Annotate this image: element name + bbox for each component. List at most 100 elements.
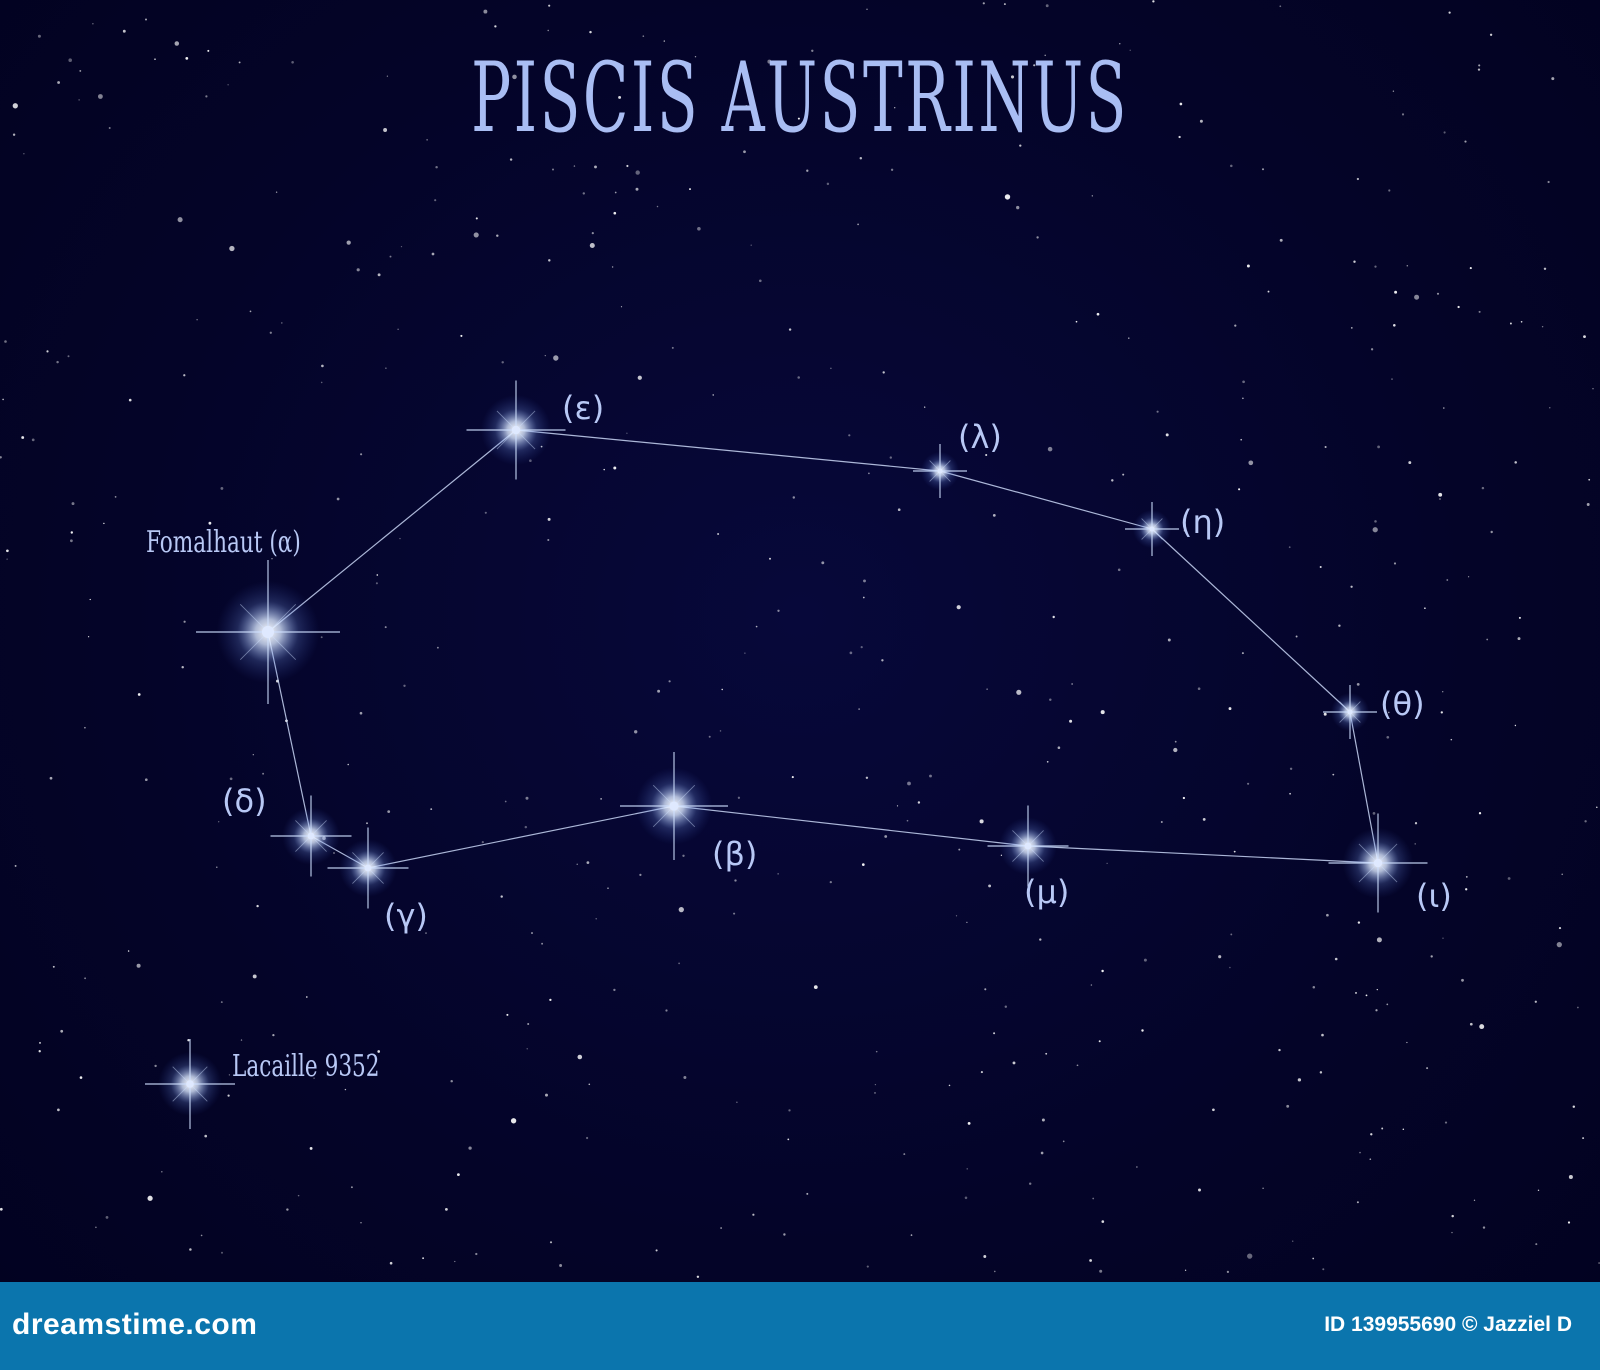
background-star: [221, 1251, 223, 1254]
background-star: [1381, 1127, 1384, 1130]
background-star: [220, 1001, 223, 1004]
background-star: [1424, 607, 1426, 610]
background-star: [297, 1194, 300, 1197]
background-star: [1537, 1189, 1540, 1192]
background-star: [389, 255, 392, 258]
background-star: [227, 84, 229, 86]
background-star: [1069, 719, 1073, 723]
background-star: [924, 406, 926, 408]
background-star: [1386, 735, 1390, 739]
background-star: [1004, 194, 1011, 200]
background-star: [426, 139, 428, 141]
background-star: [6, 549, 9, 553]
background-star: [1584, 820, 1587, 823]
background-star: [313, 1077, 315, 1079]
background-star: [360, 453, 363, 456]
background-star: [758, 279, 762, 283]
background-star: [829, 880, 832, 884]
background-star: [1350, 327, 1353, 329]
background-star: [1477, 68, 1481, 71]
background-star: [665, 1009, 668, 1012]
background-star: [1450, 738, 1453, 741]
background-star: [755, 625, 758, 628]
background-star: [454, 1260, 456, 1263]
background-star: [460, 334, 463, 337]
background-star: [1075, 320, 1078, 323]
background-star: [1326, 913, 1329, 917]
background-star: [1165, 433, 1169, 437]
background-star: [1391, 378, 1393, 380]
background-star: [966, 1168, 968, 1170]
background-star: [67, 355, 70, 358]
background-star: [890, 168, 894, 171]
star-fomalhaut: [196, 560, 340, 704]
background-star: [635, 170, 640, 175]
background-star: [889, 456, 892, 459]
background-star: [541, 942, 544, 945]
background-star: [1520, 320, 1523, 323]
background-star: [689, 188, 691, 191]
background-star: [1091, 195, 1093, 197]
background-star: [547, 517, 551, 521]
background-star: [694, 56, 697, 58]
background-star: [1323, 712, 1327, 716]
background-star: [510, 1118, 517, 1124]
background-star: [1561, 873, 1563, 876]
background-star: [884, 835, 888, 838]
background-star: [903, 1153, 906, 1156]
background-star: [207, 49, 210, 52]
background-star: [986, 688, 988, 690]
background-star: [385, 367, 387, 369]
background-star: [1406, 264, 1409, 267]
background-star: [422, 1257, 424, 1260]
background-star: [1312, 1257, 1315, 1260]
background-star: [509, 158, 513, 161]
background-star: [1041, 1118, 1045, 1122]
label-epsilon: (ε): [562, 389, 605, 427]
background-star: [545, 1093, 548, 1097]
background-star: [861, 863, 865, 866]
background-star: [397, 328, 399, 330]
background-star: [1592, 388, 1594, 390]
background-star: [271, 558, 273, 560]
background-star: [983, 1255, 987, 1258]
background-star: [1111, 479, 1114, 482]
background-star: [216, 866, 218, 869]
background-star: [1583, 335, 1586, 339]
background-star: [1262, 1187, 1264, 1190]
background-star: [797, 376, 800, 379]
background-star: [548, 4, 551, 7]
background-star: [1469, 1022, 1473, 1026]
background-star: [1136, 1166, 1138, 1168]
background-star: [1370, 1133, 1373, 1136]
background-star: [1586, 503, 1590, 506]
background-star: [1242, 380, 1245, 384]
background-star: [457, 1173, 460, 1176]
background-star: [910, 1234, 913, 1236]
background-star: [1436, 292, 1440, 295]
background-star: [39, 1041, 41, 1044]
background-star: [145, 18, 147, 21]
background-star: [1312, 985, 1316, 989]
background-star: [95, 1226, 97, 1229]
background-star: [1242, 397, 1244, 400]
background-star: [788, 328, 792, 331]
background-star: [1556, 941, 1562, 948]
constellation-lines: [267, 429, 1379, 869]
background-star: [434, 199, 437, 202]
background-star: [1426, 1067, 1429, 1070]
background-star: [4, 340, 7, 343]
background-star: [346, 240, 351, 245]
background-star: [1479, 1024, 1485, 1030]
background-star: [1486, 638, 1489, 641]
background-star: [46, 350, 49, 353]
background-star: [249, 310, 252, 313]
background-star: [137, 693, 141, 696]
background-star: [1230, 164, 1233, 168]
background-star: [964, 1196, 968, 1200]
background-star: [1478, 812, 1482, 815]
background-star: [897, 508, 901, 512]
background-star: [79, 1076, 83, 1079]
background-star: [548, 259, 551, 262]
background-star: [92, 23, 94, 25]
